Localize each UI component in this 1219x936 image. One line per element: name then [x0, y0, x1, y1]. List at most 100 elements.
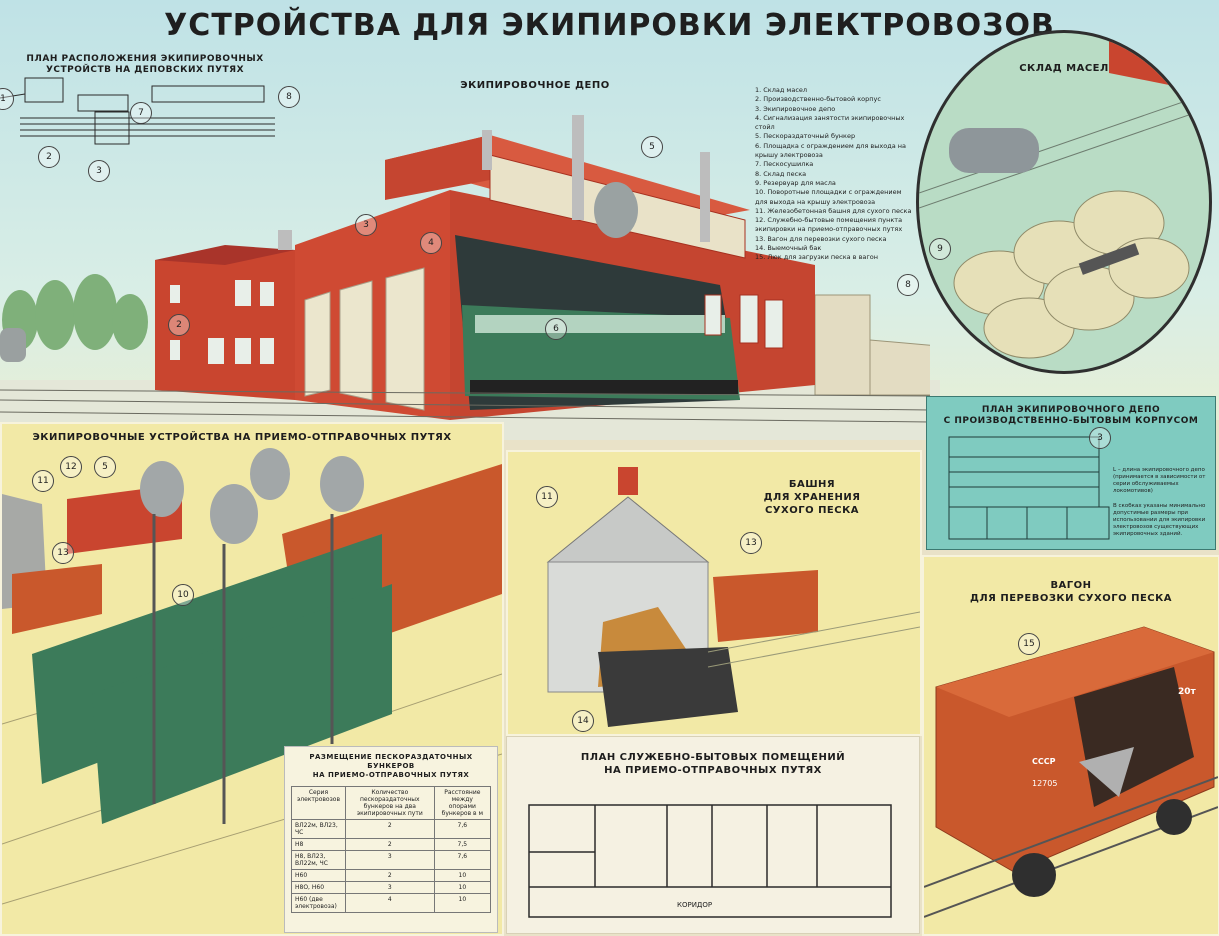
tower-panel: БАШНЯ ДЛЯ ХРАНЕНИЯ СУХОГО ПЕСКА 11 13 14 [506, 450, 922, 736]
legend-item-15: 15. Люк для загрузки песка в вагон [755, 253, 879, 262]
depot-plan-panel: ПЛАН ЭКИПИРОВОЧНОГО ДЕПО С ПРОИЗВОДСТВЕН… [926, 396, 1216, 550]
cell: Н8, ВЛ23, ВЛ22м, ЧС [291, 850, 346, 870]
depot-caption: ЭКИПИРОВОЧНОЕ ДЕПО [460, 80, 610, 91]
site-plan-caption-2: УСТРОЙСТВ НА ДЕПОВСКИХ ПУТЯХ [45, 65, 245, 75]
cell: 10 [433, 881, 492, 894]
legend-item-1: 1. Склад масел [755, 86, 808, 94]
legend-item-12: 12. Служебно-бытовые помещения пункта эк… [755, 216, 903, 234]
legend-item-2: 2. Производственно-бытовой корпус [755, 95, 881, 104]
site-callout-7: 7 [130, 102, 152, 124]
reception-panel: ЭКИПИРОВОЧНЫЕ УСТРОЙСТВА НА ПРИЕМО-ОТПРА… [0, 422, 504, 936]
oil-store-caption: СКЛАД МАСЕЛ [1019, 63, 1109, 74]
wagon-panel: ВАГОН ДЛЯ ПЕРЕВОЗКИ СУХОГО ПЕСКА 15 СССР… [922, 555, 1219, 936]
bunker-table-header-series: Серия электровозов [291, 786, 346, 820]
depot-illustration [0, 115, 930, 423]
cell: 7,5 [433, 838, 492, 851]
legend-item-11: 11. Железобетонная башня для сухого песк… [755, 206, 912, 215]
oil-store-callout-9: 9 [929, 238, 951, 260]
depot-callout-3: 3 [355, 214, 377, 236]
tower-callout-13: 13 [740, 532, 762, 554]
bunker-table-caption-1: РАЗМЕЩЕНИЕ ПЕСКОРАЗДАТОЧНЫХ БУНКЕРОВ [309, 753, 473, 770]
cell: Н60 [291, 869, 346, 882]
wagon-callout-15: 15 [1018, 633, 1040, 655]
reception-callout-13: 13 [52, 542, 74, 564]
cell: 2 [344, 838, 435, 851]
legend-item-5: 5. Пескораздаточный бункер [755, 132, 856, 141]
depot-callout-8: 8 [897, 274, 919, 296]
poster-title: УСТРОЙСТВА ДЛЯ ЭКИПИРОВКИ ЭЛЕКТРОВОЗОВ [164, 8, 1055, 43]
oil-store-drawing [919, 33, 1209, 359]
tower-caption-3: СУХОГО ПЕСКА [764, 505, 860, 516]
depot-callout-2: 2 [168, 314, 190, 336]
wagon-caption-2: ДЛЯ ПЕРЕВОЗКИ СУХОГО ПЕСКА [969, 593, 1173, 604]
reception-callout-10: 10 [172, 584, 194, 606]
bunker-table: Серия электровозов Количество пескоразда… [291, 786, 492, 913]
site-plan: ПЛАН РАСПОЛОЖЕНИЯ ЭКИПИРОВОЧНЫХ УСТРОЙСТ… [0, 50, 300, 190]
legend-item-14: 14. Выемочный бак [755, 244, 822, 253]
legend-item-3: 3. Экипировочное депо [755, 104, 836, 113]
reception-callout-12: 12 [60, 456, 82, 478]
site-callout-3: 3 [88, 160, 110, 182]
cell: Н8 [291, 838, 346, 851]
depot-plan-caption-2: С ПРОИЗВОДСТВЕННО-БЫТОВЫМ КОРПУСОМ [943, 416, 1199, 426]
depot-callout-6: 6 [545, 318, 567, 340]
reception-caption: ЭКИПИРОВОЧНЫЕ УСТРОЙСТВА НА ПРИЕМО-ОТПРА… [32, 432, 452, 443]
cell: 7,6 [433, 850, 492, 870]
reception-drawing [2, 448, 502, 905]
cell: 7,6 [433, 819, 492, 839]
wagon-number: 12705 [1032, 779, 1058, 788]
wagon-load: 20т [1178, 687, 1196, 697]
oil-store-inset: СКЛАД МАСЕЛ 9 [916, 30, 1212, 374]
legend-item-13: 13. Вагон для перевозки сухого песка [755, 234, 887, 243]
cell: 2 [344, 819, 435, 839]
depot-callout-5: 5 [641, 136, 663, 158]
depot-plan-callout-3: 3 [1089, 427, 1111, 449]
legend-item-4: 4. Сигнализация занятости экипировочных … [755, 113, 905, 132]
legend-item-9: 9. Резервуар для масла [755, 178, 836, 187]
cell: Н60 (две электровоза) [291, 893, 346, 913]
service-plan-panel: ПЛАН СЛУЖЕБНО-БЫТОВЫХ ПОМЕЩЕНИЙ НА ПРИЕМ… [506, 736, 920, 934]
tower-caption-2: ДЛЯ ХРАНЕНИЯ [763, 492, 861, 503]
reception-callout-5: 5 [94, 456, 116, 478]
tower-drawing [546, 467, 920, 727]
reception-callout-11: 11 [32, 470, 54, 492]
depot-callout-4: 4 [420, 232, 442, 254]
legend: 1. Склад масел 2. Производственно-бытово… [755, 86, 915, 263]
cell: 2 [344, 869, 435, 882]
site-callout-8: 8 [278, 86, 300, 108]
service-plan-caption-2: НА ПРИЕМО-ОТПРАВОЧНЫХ ПУТЯХ [604, 765, 822, 776]
site-plan-caption-1: ПЛАН РАСПОЛОЖЕНИЯ ЭКИПИРОВОЧНЫХ [26, 54, 264, 64]
bunker-table-header-count: Количество пескораздаточных бункеров на … [344, 786, 435, 820]
cell: ВЛ22м, ВЛ23, ЧС [291, 819, 346, 839]
wagon-drawing [924, 626, 1218, 918]
legend-item-8: 8. Склад песка [755, 169, 807, 178]
legend-item-6: 6. Площадка с ограждением для выхода на … [755, 141, 906, 160]
depot-plan-note-2: В скобках указаны минимально допустимые … [1113, 503, 1206, 537]
bunker-table-caption-2: НА ПРИЕМО-ОТПРАВОЧНЫХ ПУТЯХ [312, 771, 470, 779]
legend-item-7: 7. Пескосушилка [755, 160, 814, 169]
cell: 3 [344, 881, 435, 894]
service-plan-caption-1: ПЛАН СЛУЖЕБНО-БЫТОВЫХ ПОМЕЩЕНИЙ [580, 752, 846, 763]
depot-plan-caption-1: ПЛАН ЭКИПИРОВОЧНОГО ДЕПО [981, 405, 1161, 415]
wagon-marking: СССР [1032, 757, 1056, 766]
site-callout-2: 2 [38, 146, 60, 168]
service-plan-corridor: КОРИДОР [677, 901, 713, 909]
tower-callout-14: 14 [572, 710, 594, 732]
tower-callout-11: 11 [536, 486, 558, 508]
cell: 3 [344, 850, 435, 870]
cell: 10 [433, 893, 492, 913]
bunker-table-header-distance: Расстояние между опорами бункеров в м [433, 786, 492, 820]
wagon-caption-1: ВАГОН [1050, 580, 1092, 591]
cell: Н8О, Н60 [291, 881, 346, 894]
bunker-table-panel: РАЗМЕЩЕНИЕ ПЕСКОРАЗДАТОЧНЫХ БУНКЕРОВ НА … [284, 746, 498, 933]
depot-plan-drawing [948, 436, 1110, 540]
legend-item-10: 10. Поворотные площадки с ограждением дл… [755, 188, 902, 206]
cell: 10 [433, 869, 492, 882]
tower-caption-1: БАШНЯ [788, 479, 836, 490]
